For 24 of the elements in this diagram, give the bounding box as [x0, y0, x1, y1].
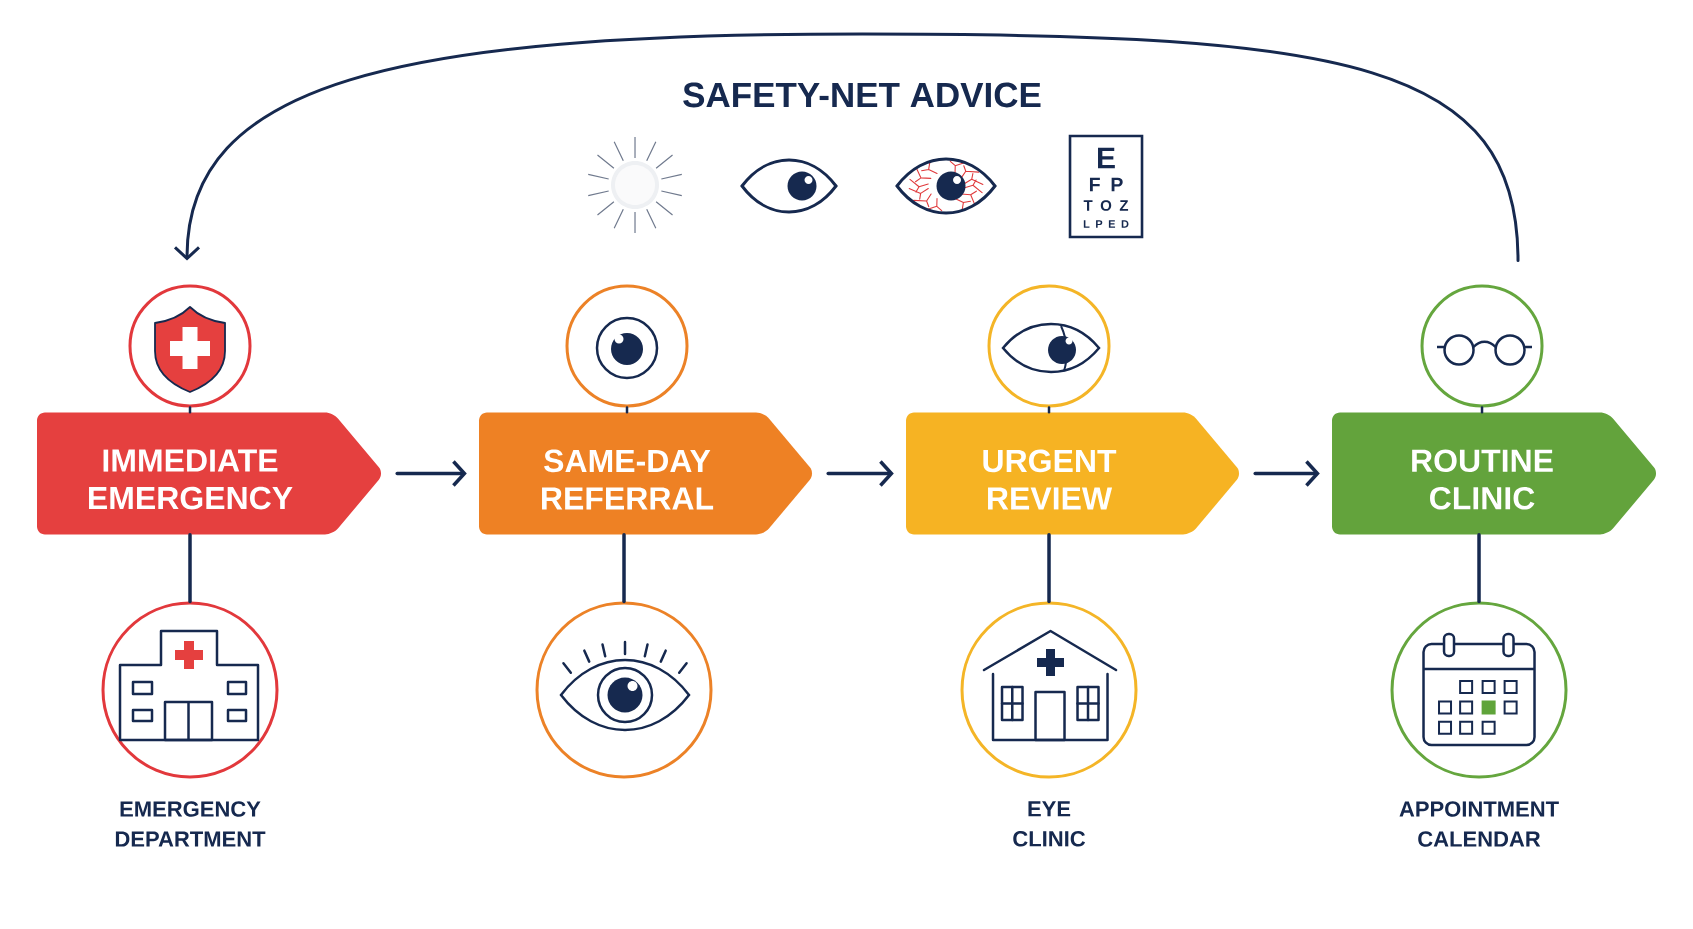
chart-letters: E — [1098, 147, 1115, 169]
node-label: EYE CLINIC — [1013, 801, 1086, 847]
chart-letters: T O Z — [1083, 200, 1129, 211]
connector-line — [622, 532, 626, 604]
arrow — [1253, 460, 1320, 487]
arrow — [826, 460, 894, 487]
curved-arrow — [174, 32, 1520, 262]
arrow-box: IMMEDIATE EMERGENCY — [37, 412, 381, 535]
arrow-box: ROUTINE CLINIC — [1332, 412, 1656, 535]
connector-line — [188, 406, 192, 414]
connector-line — [625, 406, 629, 414]
node-label: APPOINTMENT CALENDAR — [1399, 801, 1559, 847]
connector-line — [1047, 532, 1051, 604]
connector-line — [1047, 406, 1051, 414]
node-label: EMERGENCY DEPARTMENT — [115, 801, 266, 847]
arrow — [395, 460, 467, 487]
connector-line — [188, 532, 192, 604]
connector-line — [1480, 406, 1484, 414]
chart-letters: F P — [1090, 177, 1123, 192]
chart-letters: L P E D — [1083, 220, 1129, 228]
title: SAFETY-NET ADVICE — [683, 82, 1041, 108]
arrow-box: URGENT REVIEW — [906, 412, 1239, 535]
connector-line — [1477, 532, 1481, 604]
arrow-box: SAME-DAY REFERRAL — [479, 412, 812, 535]
